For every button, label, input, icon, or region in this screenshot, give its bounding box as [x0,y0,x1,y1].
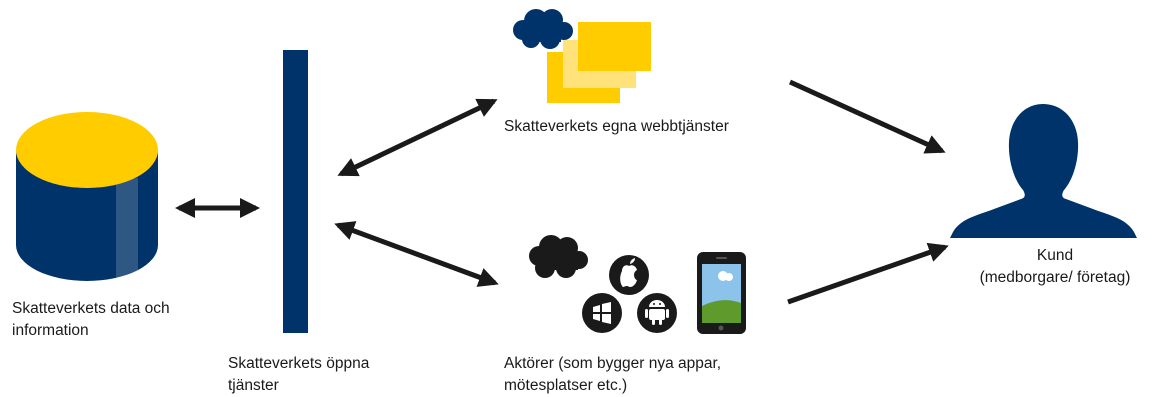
services-label-line1: Skatteverkets öppna [228,355,370,372]
customer-label: Kund (medborgare/ företag) [972,245,1138,289]
page-front [578,22,651,71]
actors-label-line1: Aktörer (som bygger nya appar, [504,355,722,372]
webpages-cloud-icon [513,9,651,103]
services-bar [283,50,308,333]
actors-label-line2: mötesplatser etc.) [504,377,628,394]
apple-icon [609,255,649,295]
actors-icons [529,235,746,334]
customer-label-line2: (medborgare/ företag) [979,269,1131,286]
arrow-services-actors [334,221,499,287]
arrow-web-customer [788,79,946,154]
database-top [16,112,158,188]
database-icon [16,112,158,281]
arrow-services-web [337,98,498,177]
person-icon [950,104,1137,238]
arrows [175,79,949,305]
services-label-line2: tjänster [228,377,279,394]
actors-label: Aktörer (som bygger nya appar, mötesplat… [504,353,721,397]
customer-label-line1: Kund [1036,247,1074,264]
web-label: Skatteverkets egna webbtjänster [504,116,729,138]
data-label: Skatteverkets data och information [12,298,170,342]
data-label-line2: information [12,322,89,339]
database-highlight [116,178,138,281]
data-label-line1: Skatteverkets data och [12,300,170,317]
services-label: Skatteverkets öppna tjänster [228,353,369,397]
smartphone-icon [697,252,746,334]
web-label-text: Skatteverkets egna webbtjänster [504,118,729,135]
navy-cloud-icon [513,9,573,49]
arrow-actors-customer [787,242,949,305]
windows-icon [582,293,622,333]
android-icon [637,293,677,333]
black-cloud-icon [529,235,588,278]
